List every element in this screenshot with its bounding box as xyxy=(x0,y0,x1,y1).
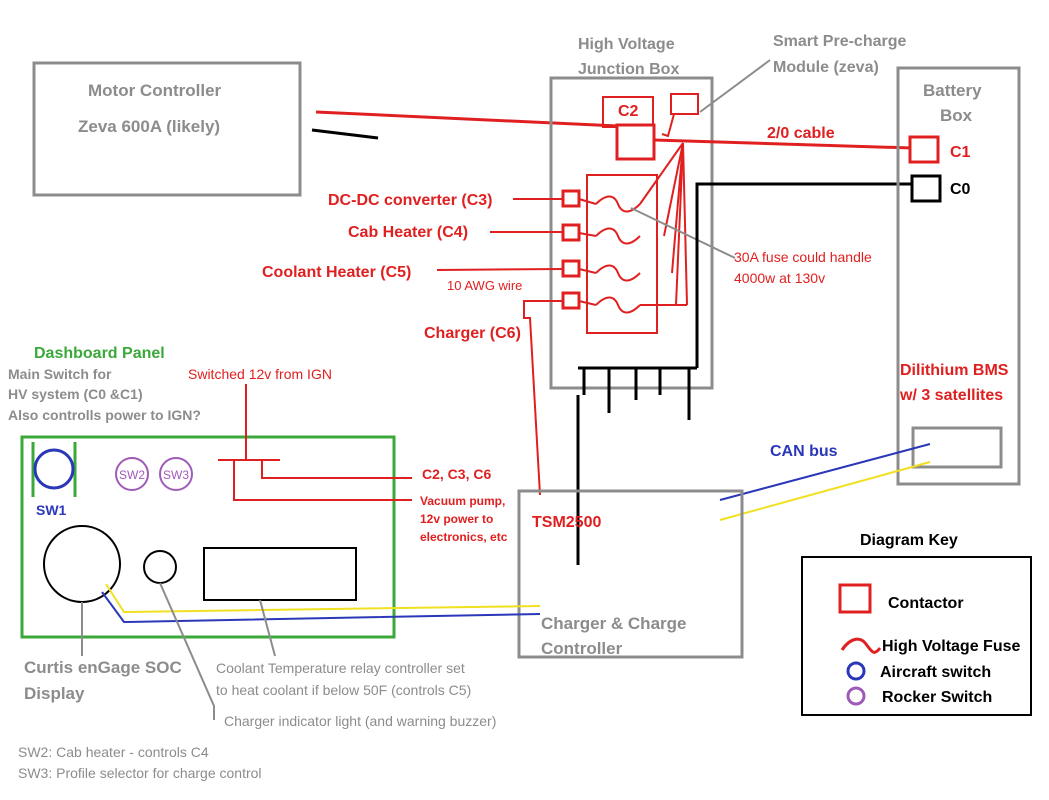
coolant-relay-note-line1: Coolant Temperature relay controller set xyxy=(216,660,465,676)
key-contactor-icon xyxy=(838,583,872,614)
precharge-wire xyxy=(661,113,675,138)
fuse-c3-icon xyxy=(595,195,641,213)
hvjb-title-line2: Junction Box xyxy=(578,61,679,78)
fuse-note-pointer xyxy=(630,207,736,259)
curtis-label-line1: Curtis enGage SOC xyxy=(24,658,182,677)
vacuum-line3: electronics, etc xyxy=(420,530,508,544)
sw2-label: SW2 xyxy=(119,468,145,482)
cab-heater-label: Cab Heater (C4) xyxy=(348,224,468,241)
awg-label: 10 AWG wire xyxy=(447,278,522,293)
c0-contactor xyxy=(910,174,942,203)
main-switch-note-line1: Main Switch for xyxy=(8,366,112,382)
main-switch-note-line3: Also controlls power to IGN? xyxy=(8,407,201,423)
precharge-title-line1: Smart Pre-charge xyxy=(773,33,906,50)
blue-data-wire xyxy=(101,591,541,624)
motor-controller-title: Motor Controller xyxy=(88,81,222,100)
can-bus-blue-wire xyxy=(719,443,931,501)
yellow-data-wire xyxy=(105,583,541,614)
bms-unit xyxy=(911,426,1003,469)
motor-controller-model: Zeva 600A (likely) xyxy=(78,117,220,136)
sw1-aircraft-switch xyxy=(33,448,75,490)
c1-contactor xyxy=(908,135,940,164)
fuse-note-line1: 30A fuse could handle xyxy=(734,249,872,265)
battery-title-line2: Box xyxy=(940,106,973,125)
key-title: Diagram Key xyxy=(860,532,958,549)
switched-12v-label: Switched 12v from IGN xyxy=(188,366,332,382)
dashboard-panel xyxy=(20,435,396,639)
c2-label: C2 xyxy=(618,103,639,120)
tsm-label: TSM2500 xyxy=(532,514,601,531)
coolant-relay-note-line2: to heat coolant if below 50F (controls C… xyxy=(216,682,471,698)
charger-light-note: Charger indicator light (and warning buz… xyxy=(224,713,496,729)
vacuum-line2: 12v power to xyxy=(420,512,493,526)
key-fuse-icon xyxy=(840,637,882,654)
dashboard-panel-title: Dashboard Panel xyxy=(34,345,165,362)
curtis-label-line2: Display xyxy=(24,684,85,703)
curtis-soc-display xyxy=(43,525,121,603)
charger-controller-line2: Controller xyxy=(541,639,623,658)
dashboard-pointers xyxy=(81,582,276,720)
sw3-label: SW3 xyxy=(163,468,189,482)
diagram-key-box xyxy=(801,556,1032,716)
c5-contactor xyxy=(561,259,581,278)
motor-hv-positive-cable xyxy=(315,110,619,128)
vacuum-line1: Vacuum pump, xyxy=(420,494,505,508)
negative-bus-bar xyxy=(576,182,912,565)
c4-contactor xyxy=(561,223,581,242)
key-contactor-label: Contactor xyxy=(888,595,964,612)
load-wires xyxy=(436,198,564,496)
bms-label-line2: w/ 3 satellites xyxy=(899,387,1003,404)
c2c3c6-label: C2, C3, C6 xyxy=(422,466,491,482)
precharge-title-line2: Module (zeva) xyxy=(773,59,879,76)
charger-c6-label: Charger (C6) xyxy=(424,325,521,342)
charger-controller-line1: Charger & Charge xyxy=(541,614,686,633)
fuse-note-line2: 4000w at 130v xyxy=(734,270,825,286)
sw1-label: SW1 xyxy=(36,502,67,518)
key-rocker-switch-icon xyxy=(846,686,866,706)
key-aircraft-label: Aircraft switch xyxy=(880,664,991,681)
can-bus-yellow-wire xyxy=(719,461,931,521)
cable-label: 2/0 cable xyxy=(767,125,835,142)
c2-contactor xyxy=(615,123,656,161)
motor-controller-box xyxy=(32,61,302,197)
coolant-heater-label: Coolant Heater (C5) xyxy=(262,264,411,281)
dcdc-label: DC-DC converter (C3) xyxy=(328,192,492,209)
fuse-c6-icon xyxy=(595,296,641,314)
main-switch-note-line2: HV system (C0 &C1) xyxy=(8,386,143,402)
key-aircraft-switch-icon xyxy=(846,661,866,681)
switched-12v-wires xyxy=(218,384,412,501)
sw3-footnote: SW3: Profile selector for charge control xyxy=(18,765,262,781)
c1-label: C1 xyxy=(950,144,971,161)
key-fuse-label: High Voltage Fuse xyxy=(882,638,1020,655)
battery-box xyxy=(896,66,1021,486)
motor-hv-negative-cable xyxy=(311,128,379,140)
hvjb-title-line1: High Voltage xyxy=(578,36,675,53)
sw2-footnote: SW2: Cab heater - controls C4 xyxy=(18,744,209,760)
precharge-pointer xyxy=(699,59,771,113)
bms-label-line1: Dilithium BMS xyxy=(900,362,1009,379)
c3-contactor xyxy=(561,189,581,208)
fuse-feed-wires xyxy=(639,142,688,306)
c0-label: C0 xyxy=(950,181,971,198)
c6-contactor xyxy=(561,291,581,310)
battery-title-line1: Battery xyxy=(923,81,982,100)
fuse-symbols xyxy=(595,195,641,314)
fuse-c4-icon xyxy=(595,227,641,245)
hv-2-0-cable xyxy=(653,138,913,150)
coolant-relay-controller xyxy=(203,547,357,601)
charger-controller-box xyxy=(517,489,744,659)
contactor-to-fuse-wires xyxy=(578,198,597,306)
key-rocker-label: Rocker Switch xyxy=(882,689,992,706)
precharge-module xyxy=(670,93,699,115)
can-bus-label: CAN bus xyxy=(770,443,838,460)
charger-indicator-light xyxy=(143,550,177,584)
sw3-rocker-switch xyxy=(159,457,193,491)
fuse-block xyxy=(586,174,658,334)
fuse-c5-icon xyxy=(595,264,641,282)
sw2-rocker-switch xyxy=(115,457,149,491)
